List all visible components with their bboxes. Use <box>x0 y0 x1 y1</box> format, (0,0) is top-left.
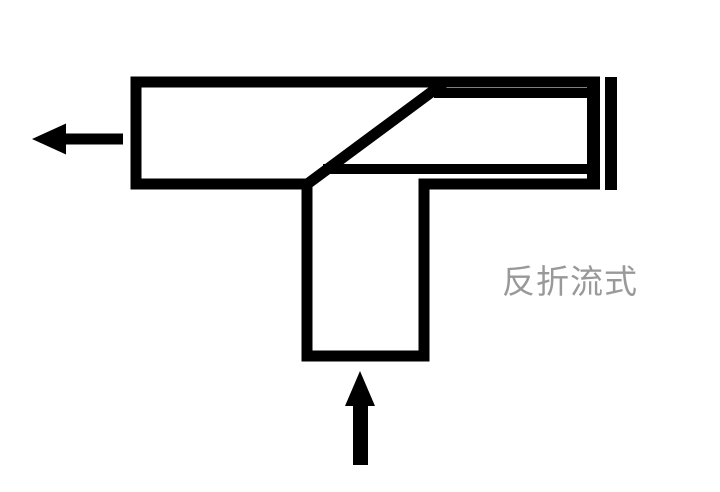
diagram-label: 反折流式 <box>502 262 638 301</box>
pipe-outline <box>130 76 600 362</box>
arrow-left-icon <box>32 123 123 155</box>
arrow-up-icon <box>345 371 375 465</box>
